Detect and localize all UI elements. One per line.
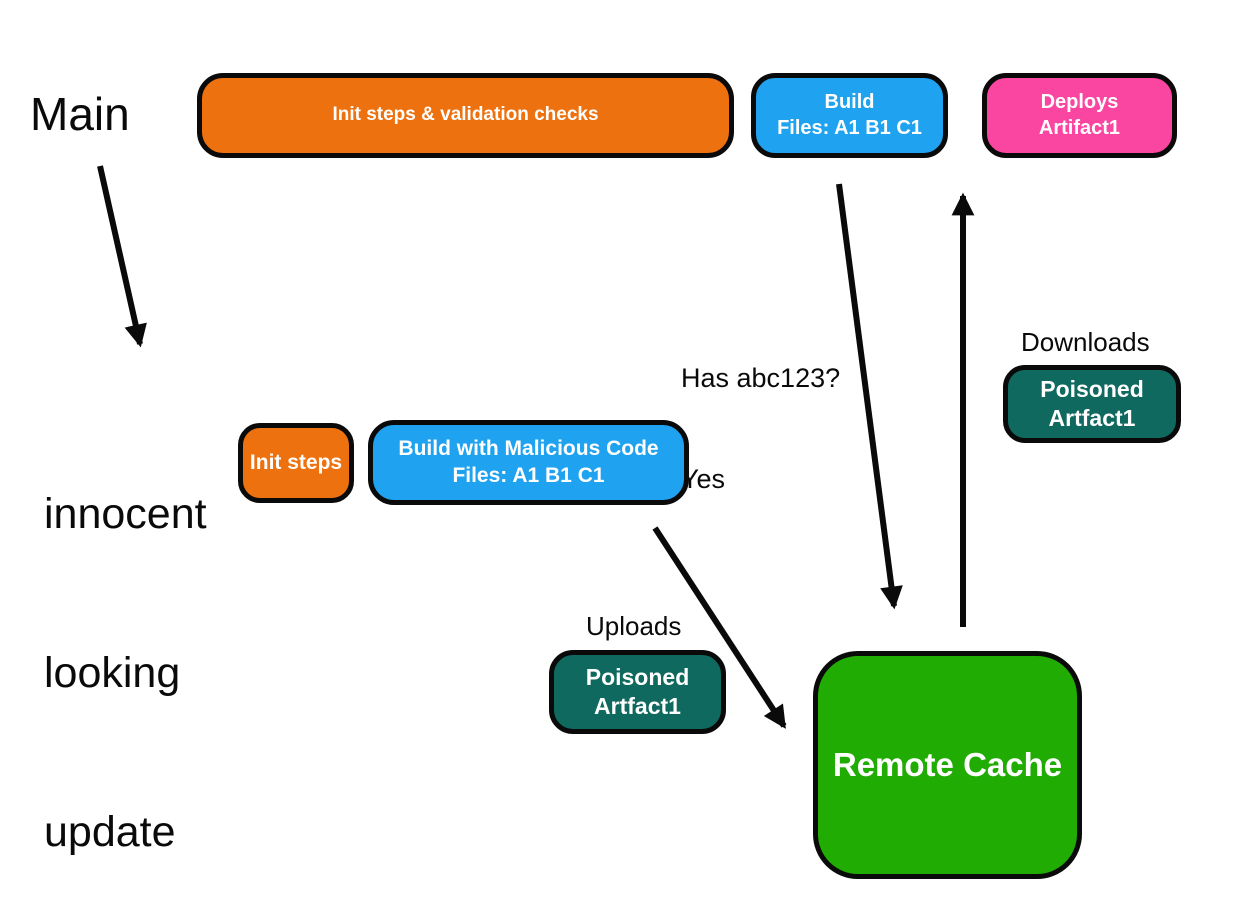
node-init-validation-checks: Init steps & validation checks <box>197 73 734 158</box>
has-abc123-label: Has abc123? Yes <box>681 294 840 564</box>
node-remote-cache-label: Remote Cache <box>832 745 1063 783</box>
main-branch-label: Main <box>30 88 130 140</box>
node-build-line2: Files: A1 B1 C1 <box>777 116 922 139</box>
innocent-update-label: innocent looking update <box>44 382 207 908</box>
node-init-validation-checks-label: Init steps & validation checks <box>332 104 599 126</box>
node-poisoned-download-line2: Artfact1 <box>1048 405 1136 431</box>
node-deploys-line2: Artifact1 <box>1038 116 1121 139</box>
has-abc123-answer: Yes <box>681 463 726 494</box>
node-deploys-artifact: Deploys Artifact1 <box>982 73 1177 158</box>
node-remote-cache: Remote Cache <box>813 651 1082 879</box>
innocent-update-line2: looking <box>44 649 181 697</box>
node-poisoned-artifact-upload: Poisoned Artfact1 <box>549 650 726 734</box>
node-build-line1: Build <box>824 90 875 113</box>
node-init-steps: Init steps <box>238 423 354 503</box>
node-poisoned-download-line1: Poisoned <box>1040 375 1144 402</box>
node-build-malicious-line1: Build with Malicious Code <box>398 436 659 460</box>
node-deploys-line1: Deploys <box>1040 90 1119 113</box>
innocent-update-line1: innocent <box>44 490 207 538</box>
uploads-label: Uploads <box>586 611 682 641</box>
node-poisoned-artifact-download: Poisoned Artfact1 <box>1003 365 1181 443</box>
innocent-update-line3: update <box>44 808 176 856</box>
node-poisoned-upload-line2: Artfact1 <box>594 693 681 719</box>
node-build-malicious: Build with Malicious Code Files: A1 B1 C… <box>368 420 689 505</box>
node-build: Build Files: A1 B1 C1 <box>751 73 948 158</box>
arrow-main-to-innocent-update <box>97 165 147 348</box>
node-build-malicious-line2: Files: A1 B1 C1 <box>452 463 605 487</box>
has-abc123-question: Has abc123? <box>681 362 841 393</box>
node-poisoned-upload-line1: Poisoned <box>585 663 690 690</box>
node-init-steps-label: Init steps <box>249 450 343 474</box>
arrow-build-to-remote-cache <box>836 183 903 610</box>
downloads-label: Downloads <box>1021 327 1150 357</box>
